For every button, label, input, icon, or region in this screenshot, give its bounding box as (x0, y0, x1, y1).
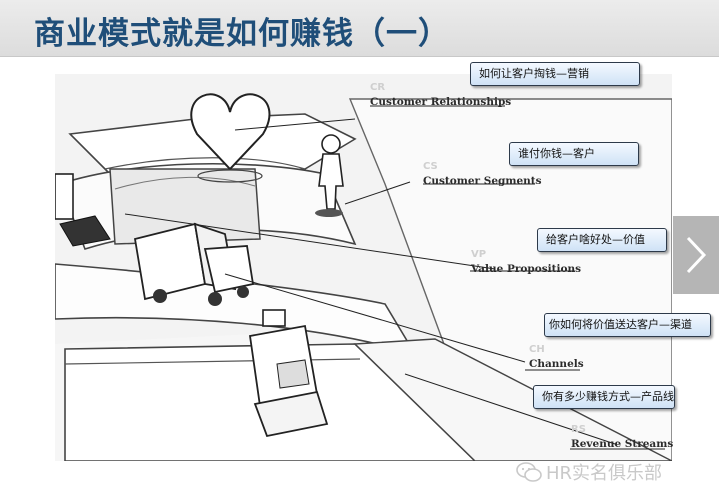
title-bar: 商业模式就是如何赚钱（一） (0, 0, 719, 57)
watermark: HR实名俱乐部 (516, 458, 662, 486)
callout-customer: 谁付你钱—客户 (509, 142, 639, 166)
page-title: 商业模式就是如何赚钱（一） (34, 16, 450, 52)
vp-abbr: VP (471, 249, 487, 260)
customer-segments-label: Customer Segments (423, 175, 542, 187)
ch-abbr: CH (529, 344, 545, 355)
customer-relationships-label: Customer Relationships (370, 96, 512, 108)
cr-abbr: CR (370, 82, 386, 93)
chevron-right-icon (686, 236, 707, 274)
callout-channel: 你如何将价值送达客户—渠道 (544, 313, 711, 337)
channels-label: Channels (529, 358, 584, 370)
value-propositions-label: Value Propositions (471, 263, 582, 275)
wechat-icon (516, 462, 542, 482)
callout-marketing: 如何让客户掏钱—营销 (470, 62, 640, 86)
rs-abbr: RS (571, 424, 586, 435)
business-model-sketch: CR Customer Relationships CS Customer Se… (55, 74, 674, 461)
revenue-streams-label: Revenue Streams (571, 438, 674, 450)
sketch-illustration (55, 74, 672, 461)
callout-value: 给客户啥好处—价值 (537, 228, 667, 252)
cs-abbr: CS (423, 161, 438, 172)
next-slide-button[interactable] (673, 216, 719, 294)
watermark-text: HR实名俱乐部 (546, 463, 663, 484)
callout-product-line: 你有多少赚钱方式—产品线 (533, 385, 675, 409)
